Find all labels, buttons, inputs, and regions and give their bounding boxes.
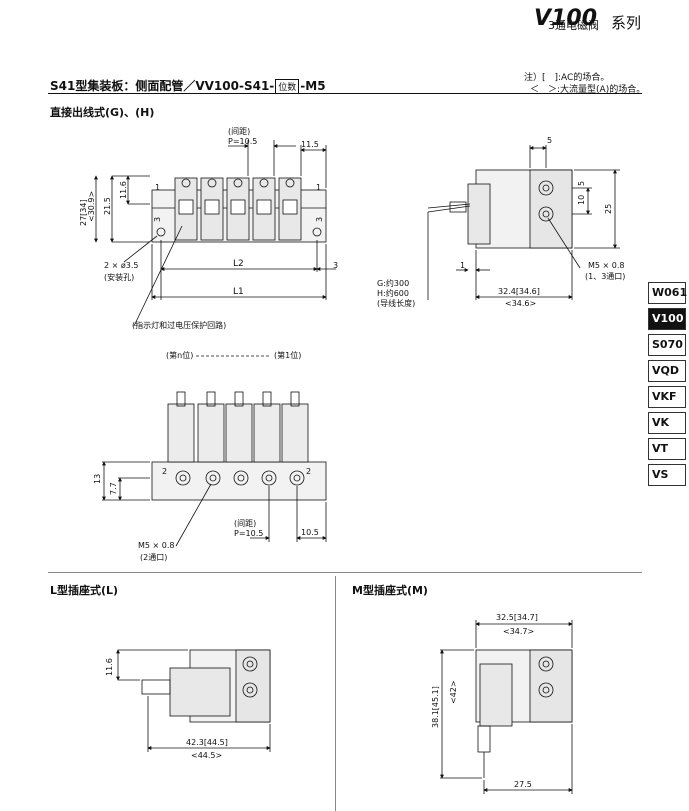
section-divider (48, 572, 642, 573)
side-view (427, 145, 620, 300)
column-divider (335, 576, 336, 811)
side-port-m5: M5 × 0.8 (588, 261, 625, 270)
top-pitch-value: P=10.5 (228, 137, 257, 146)
m-type-view (440, 620, 573, 794)
side-dim-5b: 5 (577, 181, 586, 186)
header-series: 系列 (610, 14, 641, 32)
l-dim-11-6: 11.6 (105, 658, 114, 676)
top-dim-30-9: <30.9> (87, 191, 96, 222)
bottom-port-2b: 2 (306, 467, 311, 476)
section-underline (48, 93, 642, 94)
top-dim-21-5: 21.5 (103, 197, 112, 215)
tab-w061[interactable]: W061 (648, 282, 687, 304)
tab-vs[interactable]: VS (648, 464, 686, 486)
side-dim-25: 25 (604, 204, 613, 214)
m-dim-34-7: <34.7> (503, 627, 534, 636)
bottom-dim-7-7: 7.7 (109, 482, 118, 495)
top-port-1b: 1 (316, 183, 321, 192)
m-dim-32-5: 32.5[34.7] (496, 613, 538, 622)
l-dim-44-5: <44.5> (191, 751, 222, 760)
bottom-pitch-value: P=10.5 (234, 529, 263, 538)
tab-vqd[interactable]: VQD (648, 360, 686, 382)
header-model: V100 (534, 6, 597, 31)
section-title: S41型集装板：侧面配管／VV100-S41-位数-M5 (50, 77, 326, 94)
m-dim-42: <42> (449, 680, 458, 704)
side-dim-10: 10 (577, 195, 586, 205)
bottom-station-n: (第n位) (166, 350, 193, 360)
top-dim-27: 27[34] (79, 199, 88, 226)
side-lead-H: H:约600 (377, 288, 409, 298)
bottom-dim-10-5: 10.5 (301, 528, 319, 537)
front-view-manifold (94, 140, 336, 327)
subtitle-l-type: L型插座式(L) (50, 584, 119, 597)
section-title-post: -M5 (300, 79, 326, 93)
bottom-view (102, 355, 327, 547)
top-port-3a: 3 (153, 217, 162, 222)
top-mount-hole-note: (安装孔) (104, 272, 134, 282)
note-ac: 注）[ ]:AC的场合。 (524, 73, 610, 83)
side-lead-note: (导线长度) (377, 298, 415, 308)
side-dim-5: 5 (547, 136, 552, 145)
side-dim-32-4: 32.4[34.6] (498, 287, 540, 296)
top-indicator-note: (指示灯和过电压保护回路) (132, 320, 226, 330)
l-dim-42-3: 42.3[44.5] (186, 738, 228, 747)
side-dim-1: 1 (460, 261, 465, 270)
top-pitch-label: (间距) (228, 127, 250, 136)
header-subtitle: 3通电磁阀 (548, 19, 599, 32)
l-type-view (116, 649, 271, 752)
valve-stations-top (174, 177, 302, 241)
tab-vk[interactable]: VK (648, 412, 686, 434)
top-dim-11-6: 11.6 (119, 181, 128, 199)
section-title-pre: S41型集装板：侧面配管／VV100-S41- (50, 79, 275, 93)
tab-vt[interactable]: VT (648, 438, 686, 460)
bottom-station-1: (第1位) (274, 350, 301, 360)
top-dim-3: 3 (333, 261, 338, 270)
bottom-port-m5: M5 × 0.8 (138, 541, 175, 550)
top-L2: L2 (233, 259, 244, 269)
side-dim-34-6: <34.6> (505, 299, 536, 308)
tab-vkf[interactable]: VKF (648, 386, 686, 408)
bottom-dim-13: 13 (93, 474, 102, 484)
top-port-1a: 1 (155, 183, 160, 192)
top-dim-11-5: 11.5 (301, 140, 319, 149)
side-lead-G: G:约300 (377, 278, 409, 288)
top-mount-hole: 2 × ø3.5 (104, 261, 139, 270)
tab-s070[interactable]: S070 (648, 334, 686, 356)
top-L1: L1 (233, 287, 244, 297)
bottom-port-2a: 2 (162, 467, 167, 476)
side-port-m5-note: (1、3通口) (585, 271, 625, 281)
note-large-flow: ＜ ＞:大流量型(A)的场合。 (530, 85, 646, 95)
m-dim-27-5: 27.5 (514, 780, 532, 789)
tab-v100[interactable]: V100 (648, 308, 686, 330)
bottom-port-m5-note: (2通口) (140, 552, 167, 562)
bottom-pitch-label: (间距) (234, 519, 256, 528)
subtitle-direct: 直接出线式(G)、(H) (50, 106, 155, 119)
subtitle-m-type: M型插座式(M) (352, 584, 428, 597)
top-port-3b: 3 (315, 217, 324, 222)
m-dim-38-1: 38.1[45.1] (431, 686, 440, 728)
